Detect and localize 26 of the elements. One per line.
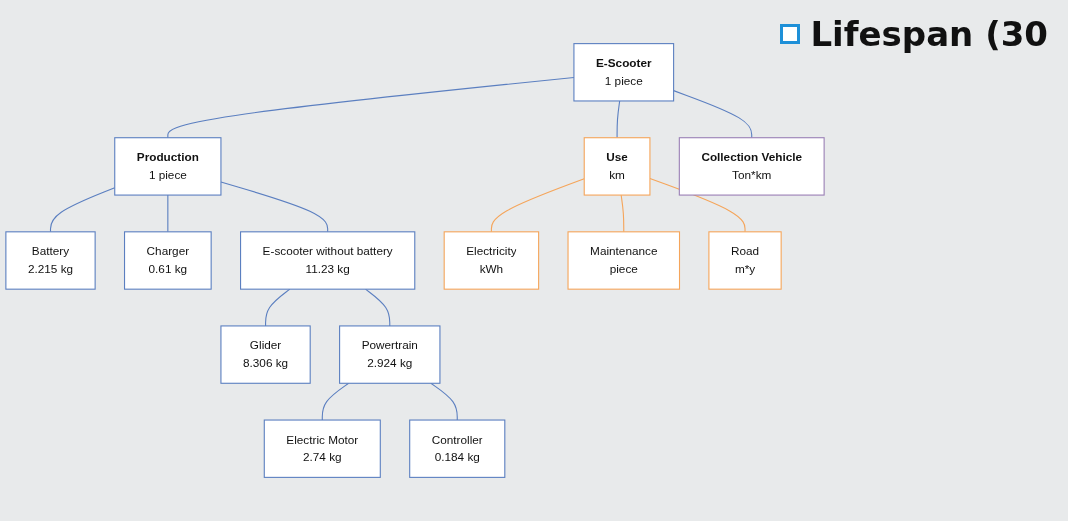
- connector: [673, 90, 753, 139]
- connector: [430, 382, 458, 421]
- connector: [321, 382, 350, 421]
- node-box: Electric Motor 2.74 kg: [263, 419, 381, 478]
- node-box: Production 1 piece: [114, 137, 222, 196]
- node-box: Maintenance piece: [567, 231, 681, 290]
- connector: [265, 288, 291, 327]
- node-box: Electricity kWh: [443, 231, 540, 290]
- node-box: Powertrain 2.924 kg: [339, 325, 441, 384]
- connector: [649, 177, 746, 233]
- node-box: Glider 8.306 kg: [220, 325, 311, 384]
- connector: [220, 181, 329, 233]
- connector: [490, 178, 585, 233]
- connector: [616, 100, 621, 139]
- connector: [620, 194, 625, 233]
- node-box: Use km: [583, 137, 651, 196]
- node-box: Charger 0.61 kg: [124, 231, 212, 290]
- node-box: Collection Vehicle Ton*km: [678, 137, 825, 196]
- node-box: E-Scooter 1 piece: [573, 43, 675, 102]
- connector: [167, 194, 169, 233]
- node-box: Controller 0.184 kg: [409, 419, 506, 478]
- title: Lifespan (30: [810, 14, 1048, 54]
- node-box: E-scooter without battery 11.23 kg: [240, 231, 416, 290]
- node-box: Road m*y: [708, 231, 782, 290]
- node-box: Battery 2.215 kg: [5, 231, 96, 290]
- connector: [364, 288, 391, 327]
